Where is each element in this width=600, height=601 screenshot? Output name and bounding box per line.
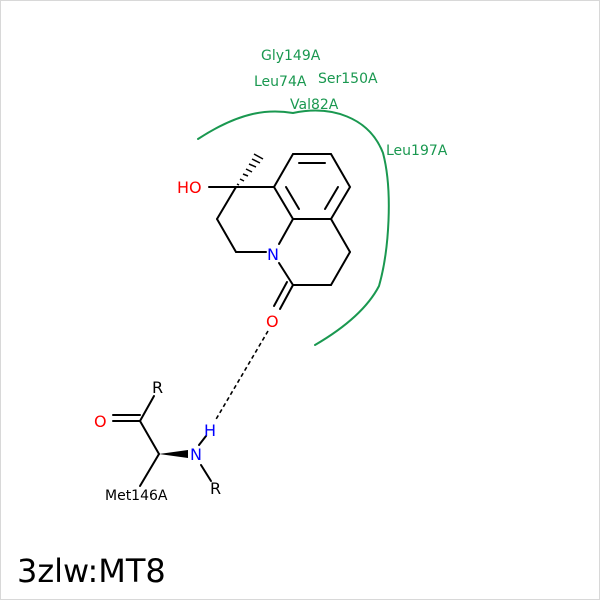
- partner-r-group-bottom: R: [210, 479, 221, 498]
- ligand-carbonyl-oxygen-label: O: [266, 312, 279, 331]
- solid-wedge-bond: [159, 450, 188, 458]
- hydrogen-bond-dashed: [214, 330, 269, 422]
- bond: [216, 186, 237, 220]
- partner-amide-nitrogen-label: N: [190, 445, 202, 464]
- ligand-structure: [208, 153, 352, 310]
- bond: [139, 453, 160, 487]
- partner-r-group-top: R: [152, 378, 163, 397]
- pocket-arc: [197, 109, 390, 346]
- partner-residue-label: Met146A: [105, 488, 168, 504]
- partner-amide-hydrogen-label: H: [204, 421, 216, 440]
- residue-label-gly149a: Gly149A: [261, 48, 321, 64]
- residue-label-ser150a: Ser150A: [318, 71, 378, 87]
- partner-residue-fragment: [112, 395, 212, 487]
- aromatic-inner-bond: [285, 186, 300, 210]
- bond: [139, 420, 160, 455]
- page-title: 3zlw:MT8: [17, 552, 166, 590]
- bond: [200, 464, 212, 482]
- bond: [139, 395, 155, 422]
- ligand-ring-nitrogen-label: N: [267, 245, 279, 264]
- bond: [198, 435, 207, 446]
- residue-label-leu74a: Leu74A: [254, 74, 307, 90]
- partner-carbonyl-oxygen-label: O: [94, 412, 107, 431]
- aromatic-inner-bond: [324, 186, 339, 210]
- residue-label-leu197a: Leu197A: [386, 143, 448, 159]
- bond: [278, 218, 294, 245]
- hashed-wedge-methyl: [236, 153, 264, 186]
- ligand-hydroxyl-label: HO: [177, 178, 202, 197]
- bond: [330, 251, 351, 286]
- carbonyl-double-bond: [273, 281, 288, 307]
- carbonyl-double-bond: [279, 284, 294, 310]
- residue-label-val82a: Val82A: [290, 97, 339, 113]
- bond: [216, 218, 237, 253]
- bond: [330, 218, 351, 253]
- bond: [278, 262, 294, 286]
